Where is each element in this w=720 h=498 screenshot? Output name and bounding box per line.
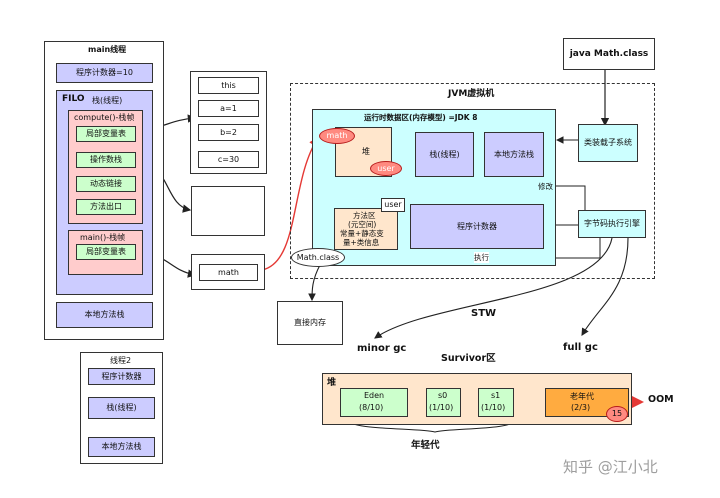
execute-label: 执行 [474,252,489,263]
method-area-line-2: (元空间) [348,220,377,229]
heap-user-object: user [370,161,402,176]
survivor-label: Survivor区 [441,353,496,364]
thread2-native-stack: 本地方法栈 [88,437,155,457]
exec-engine: 字节码执行引擎 [578,210,646,238]
user-tag: user [381,198,405,212]
age-badge: 15 [606,406,628,422]
arrow-math-to-heap [261,136,319,271]
direct-memory: 直接内存 [277,301,343,345]
method-area-line-1: 方法区 [353,211,376,220]
jvm-pc: 程序计数器 [410,204,544,249]
main-pc: 程序计数器=10 [56,63,153,83]
modify-label: 修改 [538,181,553,192]
watermark: 知乎 @江小北 [563,458,658,476]
jvm-native-stack: 本地方法栈 [484,132,544,177]
main-local-vars: 局部变量表 [76,244,136,260]
eden-label: Eden [364,391,385,400]
compute-operand-stack: 操作数栈 [76,152,136,168]
heap-label: 堆 [362,147,370,156]
arrow-to-direct-memory [308,264,321,302]
heap-detail-title: 堆 [327,378,337,388]
operand-stack-box [191,186,265,236]
main-native-stack: 本地方法栈 [56,302,153,328]
minor-gc-label: minor gc [357,343,407,354]
thread2-title: 线程2 [110,356,132,365]
jvm-title: JVM虚拟机 [448,89,495,99]
arrow-engine-minor-gc [374,237,613,339]
main-thread-title: main线程 [88,45,127,54]
s0-box [426,388,461,417]
s1-ratio: (1/10) [481,403,506,412]
runtime-area-title: 运行时数据区(内存模型) =JDK 8 [364,113,478,122]
locals-a: a=1 [198,100,259,117]
main-stack-label: 栈(线程) [92,96,123,105]
method-area [334,208,398,250]
compute-method-exit: 方法出口 [76,199,136,215]
jvm-stack: 栈(线程) [415,132,474,177]
method-area-line-4: 量+类信息 [343,238,380,247]
java-math-class: java Math.class [563,38,655,70]
locals-c: c=30 [198,151,259,168]
thread2-pc: 程序计数器 [88,368,155,385]
locals-this: this [198,77,259,94]
eden-ratio: (8/10) [359,403,384,412]
young-gen-bracket [347,419,516,433]
locals-b: b=2 [198,124,259,141]
jvm-boundary [290,83,655,279]
old-gen-label: 老年代 [570,392,594,401]
compute-local-vars: 局部变量表 [76,126,136,142]
old-gen-ratio: (2/3) [571,403,591,412]
class-loader: 类装载子系统 [578,124,638,162]
s0-ratio: (1/10) [429,403,454,412]
stw-label: STW [471,308,497,319]
compute-frame-title: compute()-栈帧 [74,113,135,122]
filo-label: FILO [62,94,85,104]
oom-label: OOM [648,394,674,405]
young-gen-label: 年轻代 [411,440,440,451]
s0-label: s0 [438,391,448,400]
eden-box [340,388,408,417]
method-area-line-3: 常量+静态变 [340,229,384,238]
s1-box [478,388,514,417]
math-ref: math [199,264,258,281]
full-gc-label: full gc [563,342,598,353]
math-class-ellipse: Math.class [291,248,345,267]
thread2-stack: 栈(线程) [88,397,155,419]
compute-dynamic-link: 动态链接 [76,176,136,192]
main-frame-title: main()-栈帧 [80,233,126,242]
arrow-engine-full-gc [581,237,629,336]
s1-label: s1 [491,391,501,400]
heap-math-object: math [319,128,355,144]
